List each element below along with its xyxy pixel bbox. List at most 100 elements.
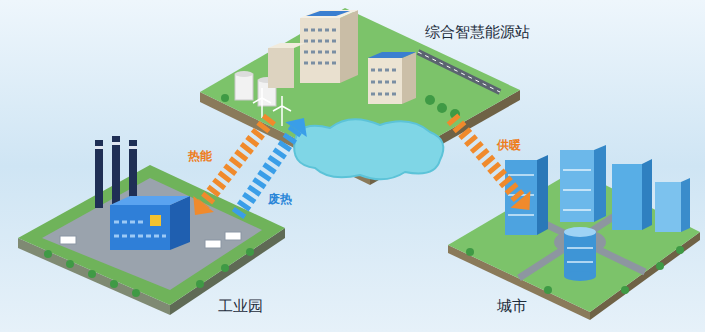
tile-label: 城市 bbox=[497, 297, 527, 317]
building-side bbox=[402, 52, 416, 104]
wind-turbine bbox=[281, 106, 283, 126]
windows bbox=[563, 189, 591, 191]
tower-side bbox=[594, 145, 606, 222]
windows bbox=[508, 214, 534, 216]
round-tower-base bbox=[564, 271, 596, 281]
chimney-band bbox=[95, 146, 103, 149]
tree bbox=[425, 95, 435, 105]
paved-yard bbox=[42, 178, 262, 290]
arrow-head bbox=[511, 191, 531, 210]
tree bbox=[656, 262, 664, 270]
road-mark bbox=[418, 52, 500, 92]
tree bbox=[676, 246, 684, 254]
windows bbox=[508, 174, 534, 176]
building-side bbox=[340, 10, 358, 83]
cooling-tower-top bbox=[235, 71, 253, 77]
windows bbox=[114, 221, 146, 224]
solar-panel bbox=[368, 52, 416, 58]
factory-front bbox=[110, 205, 170, 250]
flow-arrow bbox=[238, 118, 307, 215]
tree bbox=[132, 289, 140, 297]
edge-label-box: 废热 bbox=[268, 188, 292, 208]
turbine-blades bbox=[253, 88, 271, 103]
factory-logo bbox=[150, 215, 161, 226]
windows bbox=[304, 62, 336, 65]
cooling-tower bbox=[235, 74, 253, 100]
tree bbox=[246, 248, 254, 256]
tree bbox=[437, 103, 447, 113]
round-tower-top bbox=[564, 227, 596, 237]
windows bbox=[371, 69, 399, 72]
tree bbox=[621, 286, 629, 294]
tree bbox=[196, 280, 204, 288]
tower-side bbox=[681, 178, 690, 232]
tree bbox=[110, 280, 118, 288]
tile-label: 工业园 bbox=[218, 297, 263, 317]
windows bbox=[563, 169, 591, 171]
tile-label: 综合智慧能源站 bbox=[425, 23, 530, 43]
building-roof bbox=[268, 43, 306, 48]
windows bbox=[567, 261, 593, 263]
solar-panel bbox=[306, 11, 350, 16]
tower-front bbox=[560, 150, 594, 222]
city-node: 城市 bbox=[480, 210, 700, 323]
truck bbox=[60, 236, 76, 244]
flow-arrow bbox=[452, 118, 530, 210]
flow-arrow bbox=[193, 118, 270, 215]
edge-label-box: 热能 bbox=[188, 145, 212, 165]
windows bbox=[567, 247, 593, 249]
striped-band bbox=[238, 130, 296, 215]
truck bbox=[225, 232, 241, 240]
tower-side bbox=[537, 155, 548, 235]
windows bbox=[371, 81, 399, 84]
tree bbox=[544, 286, 552, 294]
windows bbox=[304, 51, 336, 54]
tile-top bbox=[18, 165, 285, 305]
tree bbox=[88, 270, 96, 278]
striped-band bbox=[452, 118, 520, 199]
tree bbox=[221, 94, 229, 102]
chimney bbox=[95, 140, 103, 208]
park-node: 工业园 bbox=[20, 215, 275, 328]
windows bbox=[304, 40, 336, 43]
station-node: 综合智慧能源站 bbox=[250, 0, 550, 118]
building-front bbox=[368, 58, 402, 104]
edge-label-box: 供暖 bbox=[497, 134, 521, 154]
arrow-head bbox=[193, 196, 214, 215]
city-tile bbox=[448, 145, 700, 320]
chimney-band bbox=[112, 142, 120, 145]
wind-turbine bbox=[261, 98, 263, 118]
tree bbox=[66, 260, 74, 268]
park-tile bbox=[18, 136, 285, 315]
tree bbox=[466, 248, 474, 256]
turbine-blades bbox=[273, 96, 291, 111]
pond bbox=[294, 119, 443, 179]
road bbox=[418, 52, 500, 92]
windows bbox=[371, 93, 399, 96]
flow-label: 供暖 bbox=[497, 138, 521, 154]
chimney-band bbox=[129, 146, 137, 149]
windows bbox=[114, 235, 166, 238]
windows bbox=[563, 209, 591, 211]
building-roof bbox=[300, 10, 358, 18]
chimney bbox=[112, 136, 120, 206]
arrow-head bbox=[285, 118, 306, 137]
truck bbox=[205, 240, 221, 248]
factory-roof bbox=[110, 196, 190, 205]
flow-label: 热能 bbox=[188, 149, 212, 165]
tower-front bbox=[505, 160, 537, 235]
tree bbox=[221, 264, 229, 272]
tower-front bbox=[655, 182, 681, 232]
building-front bbox=[268, 48, 294, 88]
tree bbox=[44, 250, 52, 258]
round-tower bbox=[564, 232, 596, 276]
building-front bbox=[300, 18, 340, 83]
windows bbox=[304, 29, 336, 32]
factory-side bbox=[170, 196, 190, 250]
striped-band bbox=[204, 118, 271, 204]
